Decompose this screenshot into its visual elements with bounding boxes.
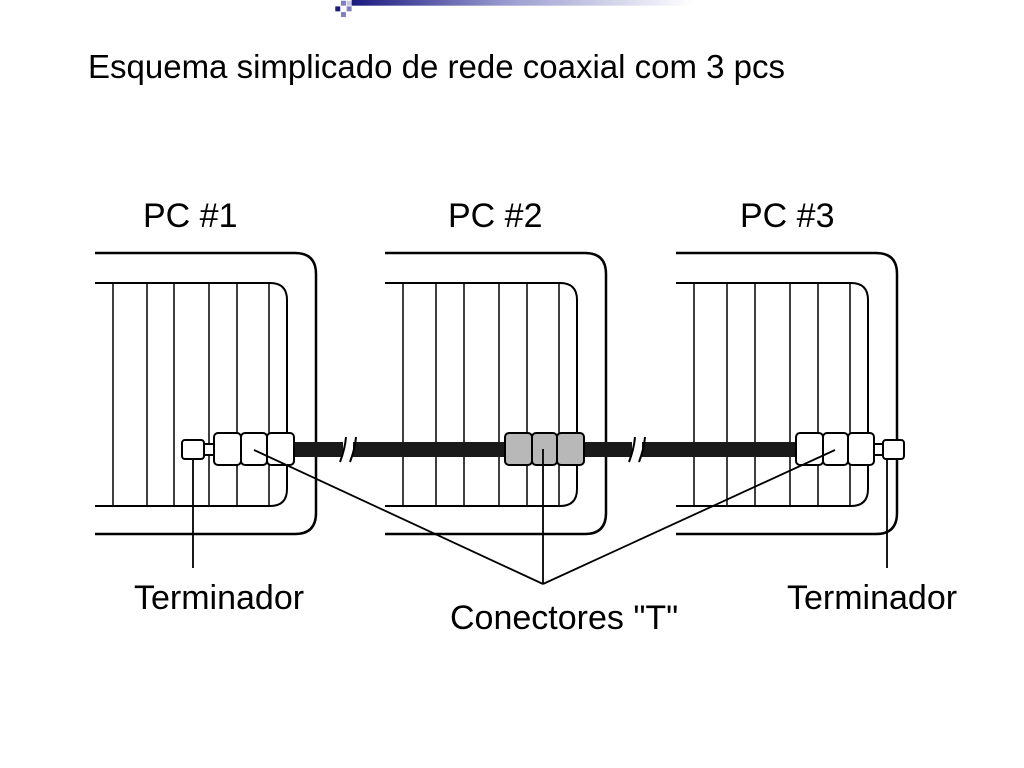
pc1-label: PC #1 xyxy=(143,197,238,235)
pc1-t-connector xyxy=(181,432,295,466)
page-title: Esquema simplicado de rede coaxial com 3… xyxy=(88,48,786,85)
pc2-t-connector xyxy=(504,432,585,466)
pc3-computer xyxy=(676,251,899,536)
pc1-computer xyxy=(95,251,318,536)
t-connectors-label: Conectores "T" xyxy=(450,599,678,637)
header-square xyxy=(346,0,352,6)
callout-leader-lines xyxy=(192,449,888,585)
terminator-right-label: Terminador xyxy=(787,579,957,617)
header-square xyxy=(340,0,346,6)
terminator-left-label: Terminador xyxy=(134,579,304,617)
cable-break-mark xyxy=(339,436,646,463)
pc3-label: PC #3 xyxy=(740,197,835,235)
coaxial-cable xyxy=(293,442,797,457)
header-square xyxy=(340,12,346,18)
slide-header-decoration xyxy=(335,0,694,18)
header-square xyxy=(335,6,341,12)
pc3-t-connector xyxy=(795,432,905,466)
pc2-label: PC #2 xyxy=(448,197,543,235)
header-square xyxy=(346,6,352,12)
header-gradient-bar xyxy=(351,0,694,6)
pc2-computer xyxy=(385,251,608,536)
